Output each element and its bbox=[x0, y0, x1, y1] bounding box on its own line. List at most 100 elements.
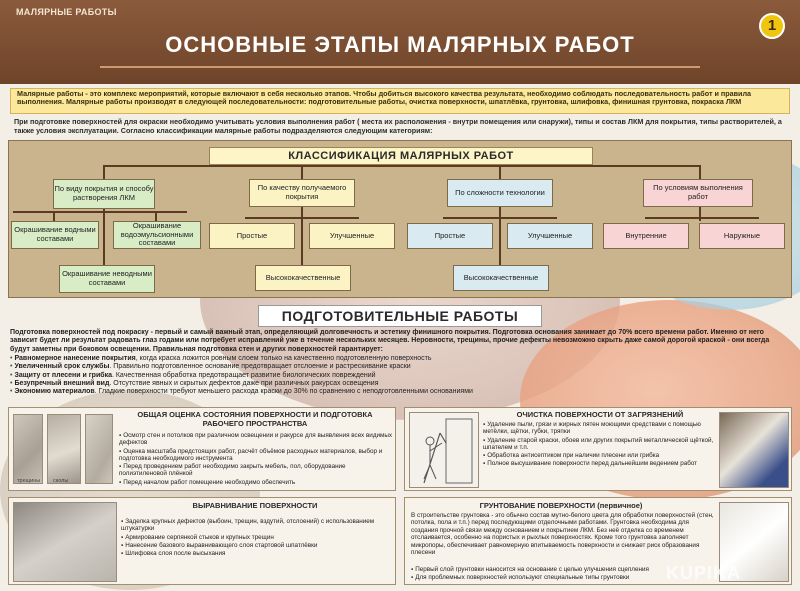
bullet-icon: ▪ bbox=[483, 436, 486, 444]
assessment-panel: трещины сколы ОБЩАЯ ОЦЕНКА СОСТОЯНИЯ ПОВ… bbox=[8, 407, 396, 491]
bullet-icon: • bbox=[10, 355, 13, 363]
priming-panel: ГРУНТОВАНИЕ ПОВЕРХНОСТИ (первичное) В ст… bbox=[404, 497, 792, 585]
list-item: ▪Оценка масштаба предстоящих работ, расч… bbox=[119, 447, 383, 462]
preparation-text: Подготовка поверхностей под покраску - п… bbox=[10, 329, 790, 396]
wire-brush-photo bbox=[719, 412, 789, 488]
bullet-icon: ▪ bbox=[119, 478, 122, 486]
bullet-icon: ▪ bbox=[121, 550, 124, 558]
bullet-icon: ▪ bbox=[411, 574, 414, 582]
connector-line bbox=[301, 165, 303, 179]
benefits-list: •Равномерное нанесение покрытия, когда к… bbox=[10, 355, 790, 396]
connector-line bbox=[155, 211, 157, 221]
bullet-icon: • bbox=[10, 363, 13, 371]
list-item: ▪Удаление пыли, грязи и жирных пятен мою… bbox=[483, 421, 701, 436]
putty-knife-photo bbox=[13, 502, 117, 582]
bullet-icon: ▪ bbox=[483, 460, 486, 468]
paint-roller-photo bbox=[719, 502, 789, 582]
preparation-title: ПОДГОТОВИТЕЛЬНЫЕ РАБОТЫ bbox=[258, 305, 542, 327]
list-item: ▪Обработка антисептиком при наличии плес… bbox=[483, 452, 660, 460]
group-head-complexity: По сложности технологии bbox=[447, 179, 553, 207]
item-improved: Улучшенные bbox=[309, 223, 395, 249]
cleaning-panel: ОЧИСТКА ПОВЕРХНОСТИ ОТ ЗАГРЯЗНЕНИЙ ▪Удал… bbox=[404, 407, 792, 491]
bullet-icon: • bbox=[10, 379, 13, 387]
page-title: ОСНОВНЫЕ ЭТАПЫ МАЛЯРНЫХ РАБОТ bbox=[165, 32, 635, 57]
bullet-icon: ▪ bbox=[121, 541, 124, 549]
leveling-title: ВЫРАВНИВАНИЕ ПОВЕРХНОСТИ bbox=[192, 501, 318, 510]
wall-defect-photo bbox=[85, 414, 113, 484]
photo-label: трещины bbox=[17, 478, 41, 484]
bullet-icon: ▪ bbox=[119, 463, 122, 471]
item-high-quality: Высококачественные bbox=[255, 265, 351, 291]
item-improved: Улучшенные bbox=[507, 223, 593, 249]
header-banner: МАЛЯРНЫЕ РАБОТЫ ОСНОВНЫЕ ЭТАПЫ МАЛЯРНЫХ … bbox=[0, 0, 800, 84]
connector-line bbox=[53, 211, 55, 221]
bullet-icon: ▪ bbox=[411, 566, 414, 573]
classification-panel: КЛАССИФИКАЦИЯ МАЛЯРНЫХ РАБОТ По виду пок… bbox=[8, 140, 792, 298]
connector-line bbox=[499, 207, 501, 265]
leveling-panel: ВЫРАВНИВАНИЕ ПОВЕРХНОСТИ ▪Заделка крупны… bbox=[8, 497, 396, 585]
bullet-icon: ▪ bbox=[483, 452, 486, 460]
intro-block: Малярные работы - это комплекс мероприят… bbox=[10, 88, 790, 114]
bullet-icon: ▪ bbox=[483, 421, 486, 428]
worker-sketch-image bbox=[409, 412, 479, 488]
section-tag: МАЛЯРНЫЕ РАБОТЫ bbox=[16, 7, 117, 17]
list-item: ▪Для проблемных поверхностей используют … bbox=[411, 574, 630, 582]
list-item: ▪Первый слой грунтовки наносится на осно… bbox=[411, 566, 649, 573]
title-underline bbox=[100, 66, 700, 68]
wall-defect-photo bbox=[47, 414, 81, 484]
item-exterior: Наружные bbox=[699, 223, 785, 249]
connector-line bbox=[645, 217, 759, 219]
preparation-lead: Подготовка поверхностей под покраску - п… bbox=[10, 329, 770, 353]
connector-line bbox=[245, 217, 359, 219]
assessment-list: ▪Осмотр стен и потолков при различном ос… bbox=[119, 432, 393, 487]
list-item: ▪Перед проведением работ необходимо закр… bbox=[119, 463, 346, 478]
list-item: ▪Армирование серпянкой стыков и крупных … bbox=[121, 533, 274, 541]
photo-label: сколы bbox=[53, 478, 69, 484]
list-item: •Равномерное нанесение покрытия, когда к… bbox=[10, 355, 432, 363]
list-item: ▪Полное высушивание поверхности перед да… bbox=[483, 460, 698, 468]
list-item: ▪Осмотр стен и потолков при различном ос… bbox=[119, 432, 393, 447]
assessment-title: ОБЩАЯ ОЦЕНКА СОСТОЯНИЯ ПОВЕРХНОСТИ И ПОД… bbox=[137, 410, 373, 428]
conditions-note: При подготовке поверхностей для окраски … bbox=[14, 117, 782, 135]
list-item: •Безупречный внешний вид. Отсутствие явн… bbox=[10, 379, 379, 387]
priming-text: В строительстве грунтовка - это обычно с… bbox=[411, 512, 714, 557]
list-item: ▪Перед началом работ помещение необходим… bbox=[119, 478, 296, 486]
list-item: •Увеличенный срок службы. Правильно подг… bbox=[10, 363, 411, 371]
priming-title: ГРУНТОВАНИЕ ПОВЕРХНОСТИ (первичное) bbox=[479, 501, 643, 510]
item-simple: Простые bbox=[209, 223, 295, 249]
connector-line bbox=[699, 207, 701, 221]
bullet-icon: ▪ bbox=[119, 432, 122, 439]
connector-line bbox=[499, 165, 501, 179]
list-item: ▪Заделка крупных дефектов (выбоин, трещи… bbox=[121, 518, 375, 533]
group-head-quality: По качеству получаемого покрытия bbox=[249, 179, 355, 207]
connector-line bbox=[13, 211, 187, 213]
classification-title: КЛАССИФИКАЦИЯ МАЛЯРНЫХ РАБОТ bbox=[209, 147, 593, 165]
item-high-quality: Высококачественные bbox=[453, 265, 549, 291]
bullet-icon: ▪ bbox=[121, 533, 124, 541]
connector-line bbox=[699, 165, 701, 179]
list-item: ▪Удаление старой краски, обоев или други… bbox=[483, 436, 714, 451]
list-item: ▪Нанесение базового выравнивающего слоя … bbox=[121, 541, 318, 549]
cleaning-list: ▪Удаление пыли, грязи и жирных пятен мою… bbox=[483, 421, 715, 469]
item-non-water: Окрашивание неводными составами bbox=[59, 265, 155, 293]
item-simple: Простые bbox=[407, 223, 493, 249]
connector-line bbox=[103, 165, 105, 179]
cleaning-title: ОЧИСТКА ПОВЕРХНОСТИ ОТ ЗАГРЯЗНЕНИЙ bbox=[516, 410, 684, 419]
item-water-emulsion: Окрашивание водоэмульсионными составами bbox=[113, 221, 201, 249]
connector-line bbox=[103, 209, 105, 281]
connector-line bbox=[301, 207, 303, 265]
watermark: KUPIKA bbox=[666, 563, 742, 583]
group-head-coating-type: По виду покрытия и способу растворения Л… bbox=[53, 179, 155, 209]
item-water-based: Окрашивание водными составами bbox=[11, 221, 99, 249]
worker-sketch-icon bbox=[423, 418, 473, 484]
bullet-icon: • bbox=[10, 388, 13, 396]
wall-defect-photo bbox=[13, 414, 43, 484]
list-item: ▪Шлифовка слоя после высыхания bbox=[121, 550, 226, 558]
item-interior: Внутренние bbox=[603, 223, 689, 249]
priming-list: ▪Первый слой грунтовки наносится на осно… bbox=[411, 566, 715, 583]
bullet-icon: ▪ bbox=[119, 447, 122, 455]
list-item: •Экономию материалов. Гладкие поверхност… bbox=[10, 388, 473, 396]
group-head-conditions: По условиям выполнения работ bbox=[643, 179, 753, 207]
page-number-badge: 1 bbox=[759, 13, 785, 39]
